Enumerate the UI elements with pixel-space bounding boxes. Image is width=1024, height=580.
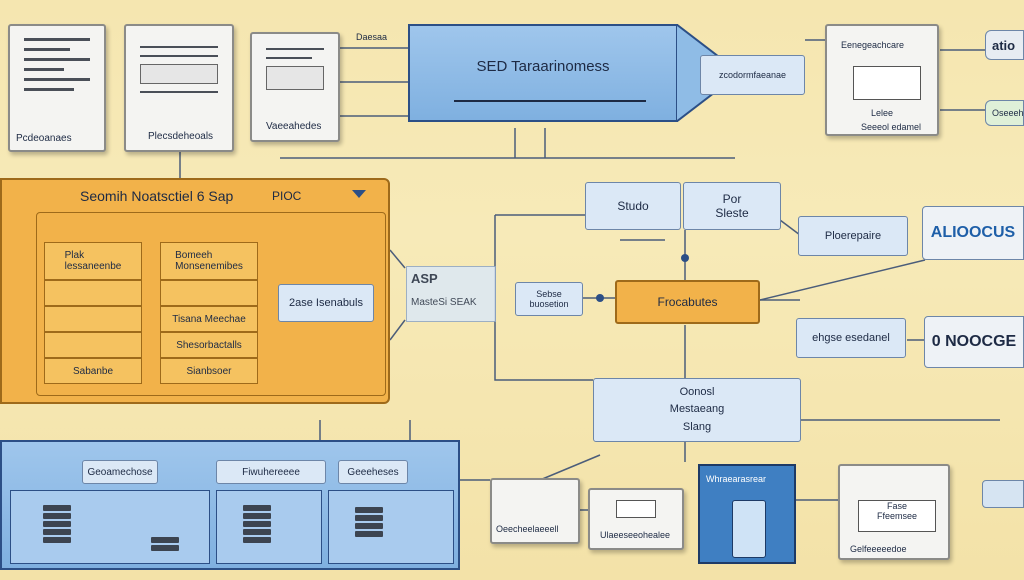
database-icon [732,500,766,558]
orange-right-column: Bomeeh Monsenemibes Tisana Meechae Sheso… [160,242,258,384]
right-top-panel-button[interactable]: Lelee [871,108,894,118]
orange-left-column: Plak lessaneenbe Sabanbe [44,242,142,384]
orange-right-cell[interactable]: Bomeeh Monsenemibes [160,242,258,280]
orange-left-cell[interactable] [44,306,142,332]
document-3-label: Vaeeahedes [266,121,322,132]
main-process-title: SED Taraarinomess [476,58,610,75]
orange-left-cell[interactable] [44,332,142,358]
server-stack-icon [151,537,179,553]
orange-right-cell[interactable]: Sianbsoer [160,358,258,384]
asp-box: ASP MasteSi SEAK [406,266,496,322]
orange-panel: Seomih Noatsctiel 6 Sap PIOC Plak lessan… [0,178,390,404]
asp-label: ASP [411,271,438,286]
asp-sub-label: MasteSi SEAK [411,297,477,308]
bottom-blue-label-1[interactable]: Geoamechose [82,460,158,484]
bottom-right-panel-footer: Gelfeeeeedoe [850,544,907,554]
por-box[interactable]: Por Sleste [683,182,781,230]
bottom-right-panel-screen: Fase Ffeemsee [858,500,936,532]
document-3: Vaeeahedes [250,32,340,142]
footer-label-box[interactable]: Oonosl Mestaeang Slang [593,378,801,442]
bottom-right-tab[interactable] [982,480,1024,508]
orange-panel-tag: PIOC [272,189,302,203]
top-arrow-label: Daesaa [356,32,388,42]
right-tag-2[interactable]: 0 NOOCGE [924,316,1024,368]
dropdown-icon[interactable] [352,190,366,198]
studo-box[interactable]: Studo [585,182,681,230]
orange-left-cell[interactable]: Plak lessaneenbe [44,242,142,280]
right-tag-1[interactable]: ALIOOCUS [922,206,1024,260]
orange-right-cell[interactable] [160,280,258,306]
right-box-2[interactable]: ehgse esedanel [796,318,906,358]
orange-left-cell[interactable] [44,280,142,306]
right-top-panel[interactable]: Eenegeachcare Lelee Seeeol edamel [825,24,939,136]
document-1: Pcdeoanaes [8,24,106,152]
right-top-label-box[interactable]: zcodormfaeanae [700,55,805,95]
bottom-blue-label-3[interactable]: Geeeheses [338,460,408,484]
orange-inner-frame [36,212,386,396]
right-box-1[interactable]: Ploerepaire [798,216,908,256]
sub-label-box[interactable]: Sebse buosetion [515,282,583,316]
orange-left-cell[interactable]: Sabanbe [44,358,142,384]
bottom-mid-label-2: Ulaeeseeohealee [600,530,671,540]
right-tab-2[interactable]: Oseeehe [985,100,1024,126]
orange-process-box[interactable]: Frocabutes [615,280,760,324]
document-2-label: Plecsdeheoals [148,131,214,142]
bottom-blue-label-2[interactable]: Fiwuhereeee [216,460,326,484]
orange-side-label-box[interactable]: 2ase Isenabuls [278,284,374,322]
server-box-label: Whraearasrear [706,474,767,484]
bottom-mid-label-1: Oeecheelaeeell [496,524,559,534]
right-top-panel-screen [853,66,921,100]
bottom-blue-cell-2 [216,490,322,564]
right-top-panel-title: Eenegeachcare [841,40,905,50]
bottom-mid-doc-1: Oeecheelaeeell [490,478,580,544]
server-stack-icon [355,507,383,539]
bottom-blue-panel: Geoamechose Fiwuhereeee Geeeheses [0,440,460,570]
right-tab-1[interactable]: atio [985,30,1024,60]
bottom-blue-cell-3 [328,490,454,564]
server-stack-icon [243,505,271,545]
main-process-underline [454,100,646,102]
bottom-mid-doc-2-screen [616,500,656,518]
document-1-label: Pcdeoanaes [16,133,72,144]
bottom-blue-cell-1 [10,490,210,564]
orange-panel-title: Seomih Noatsctiel 6 Sap [80,188,234,204]
bottom-mid-doc-2: Ulaeeseeohealee [588,488,684,550]
orange-right-cell[interactable]: Tisana Meechae [160,306,258,332]
right-top-panel-footer: Seeeol edamel [861,122,922,132]
bottom-right-panel[interactable]: Fase Ffeemsee Gelfeeeeedoe [838,464,950,560]
document-2: Plecsdeheoals [124,24,234,152]
server-box[interactable]: Whraearasrear [698,464,796,564]
orange-right-cell[interactable]: Shesorbactalls [160,332,258,358]
server-stack-icon [43,505,71,545]
main-process-box[interactable]: SED Taraarinomess [408,24,678,122]
